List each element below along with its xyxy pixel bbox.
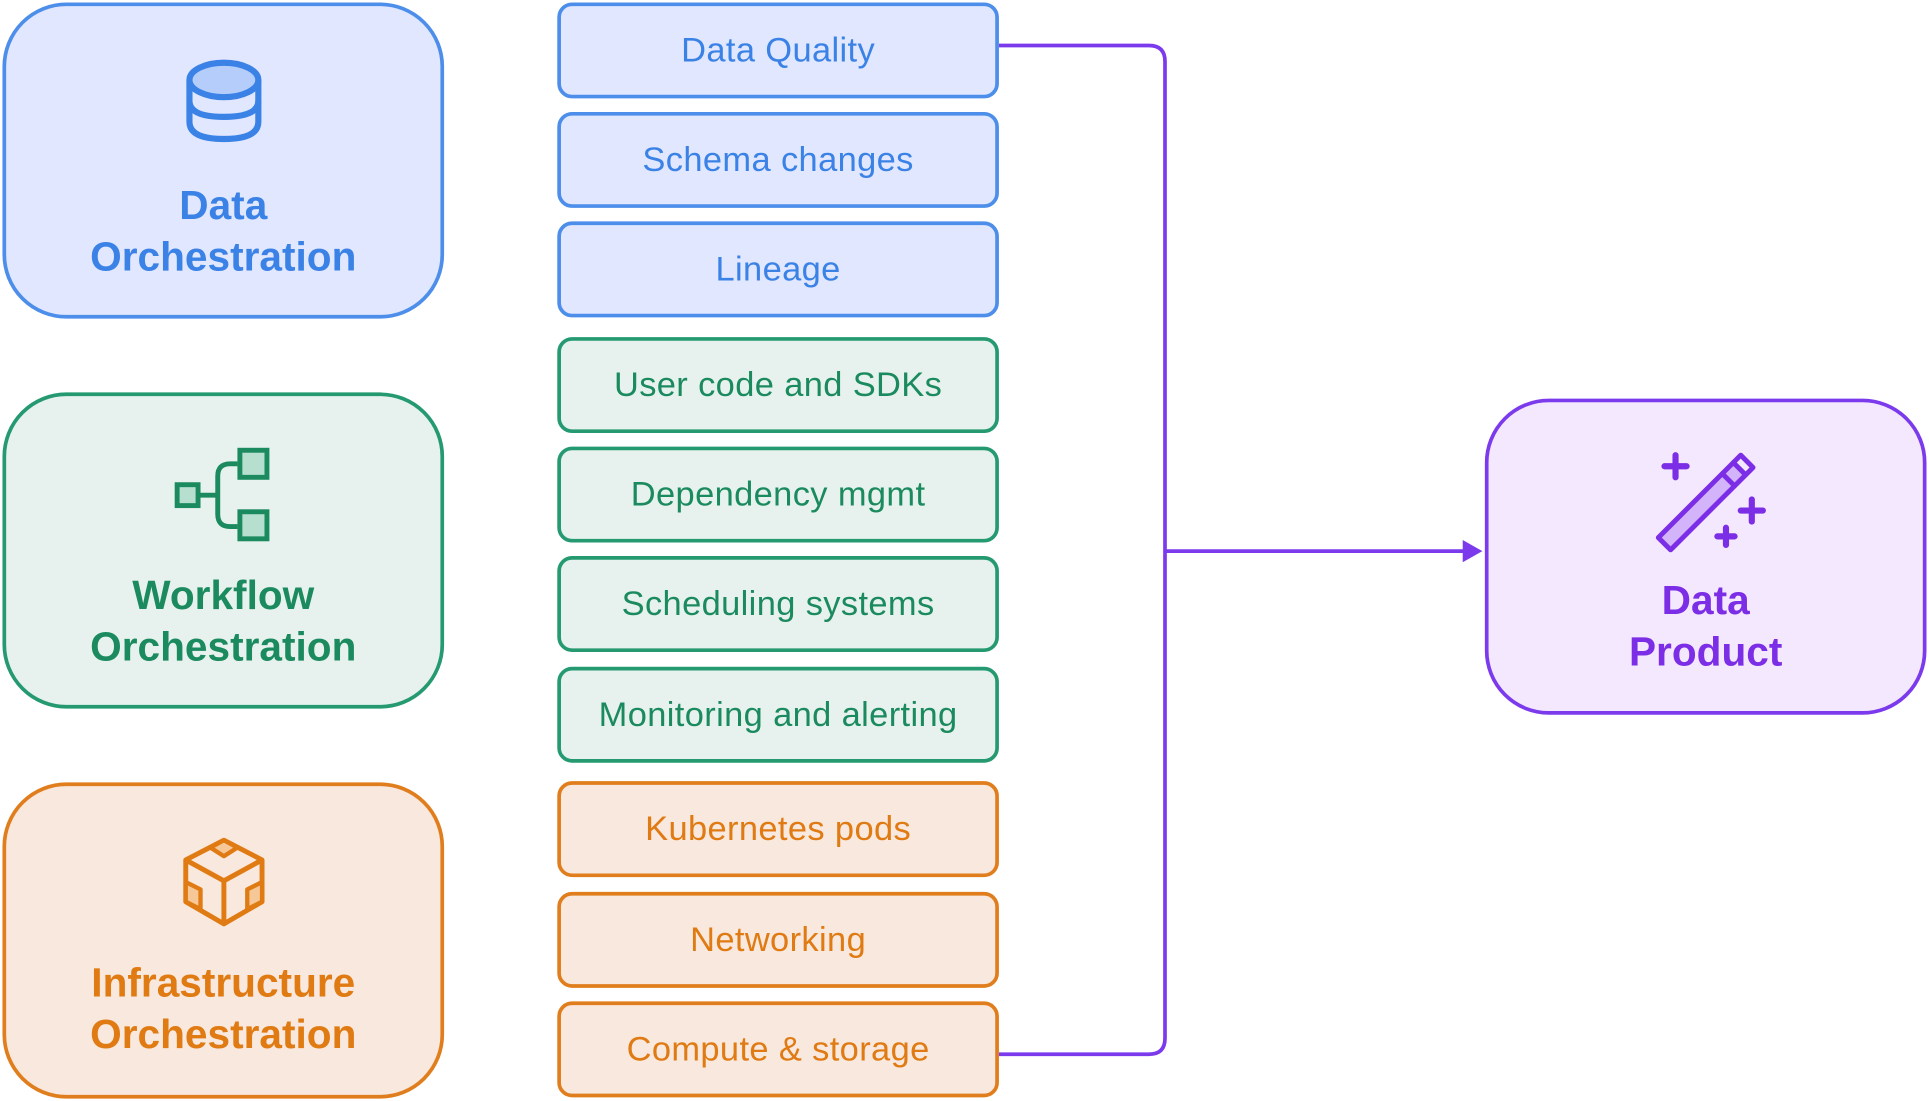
cube-box-icon xyxy=(182,837,264,927)
item-scheduling-systems: Scheduling systems xyxy=(557,556,999,653)
database-icon xyxy=(185,59,261,143)
group-title-line2: Orchestration xyxy=(90,623,357,670)
workflow-tree-icon xyxy=(174,447,269,542)
target-title-line1: Data xyxy=(1661,576,1750,623)
item-kubernetes-pods: Kubernetes pods xyxy=(557,781,999,878)
target-title-line2: Product xyxy=(1628,628,1783,675)
item-networking: Networking xyxy=(557,891,999,988)
target-data-product: Data Product xyxy=(1484,398,1927,715)
item-user-code-sdks: User code and SDKs xyxy=(557,337,999,434)
group-title-line1: Workflow xyxy=(132,572,315,618)
item-data-quality: Data Quality xyxy=(557,2,999,99)
item-monitoring-alerting: Monitoring and alerting xyxy=(557,666,999,763)
group-infrastructure-orchestration: Infrastructure Orchestration xyxy=(2,782,445,1099)
bracket-line xyxy=(998,43,1167,1057)
group-title-line1: Data xyxy=(179,182,268,228)
arrow-head xyxy=(1462,540,1483,563)
item-dependency-mgmt: Dependency mgmt xyxy=(557,446,999,543)
group-data-orchestration: Data Orchestration xyxy=(2,2,445,319)
item-schema-changes: Schema changes xyxy=(557,111,999,208)
item-lineage: Lineage xyxy=(557,221,999,318)
item-compute-storage: Compute & storage xyxy=(557,1001,999,1098)
group-title-line1: Infrastructure xyxy=(91,959,356,1006)
group-title-line2: Orchestration xyxy=(90,233,357,280)
magic-wand-icon xyxy=(1655,452,1766,553)
group-title-line2: Orchestration xyxy=(90,1011,357,1057)
group-workflow-orchestration: Workflow Orchestration xyxy=(2,392,445,709)
